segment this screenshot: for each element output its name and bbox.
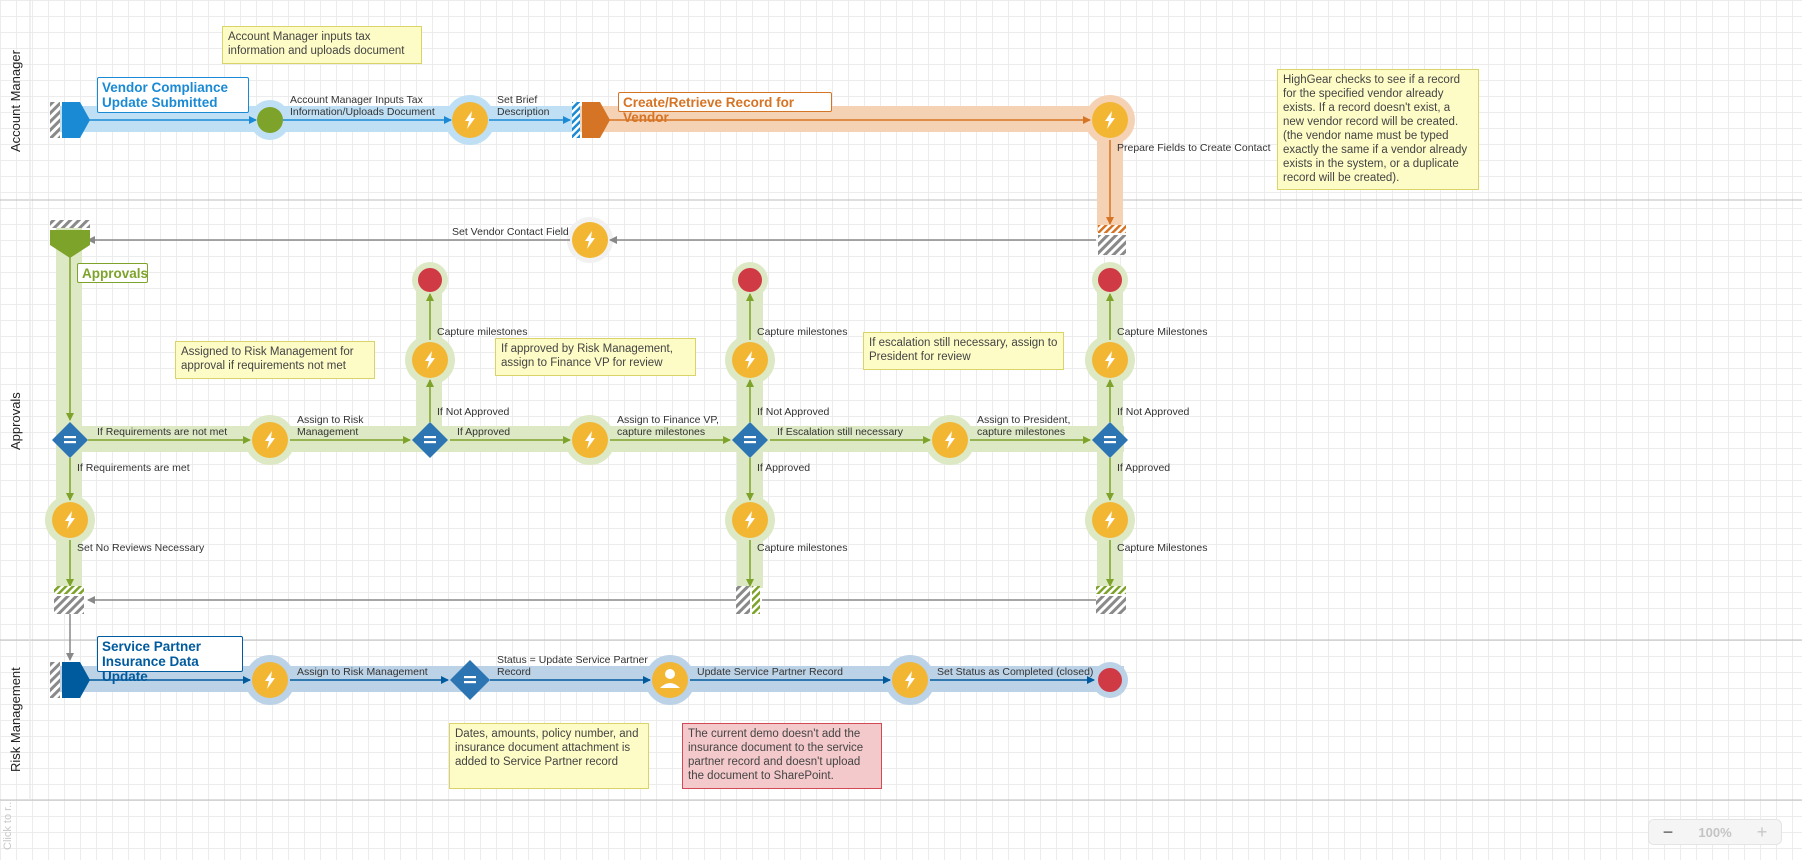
- task-node[interactable]: [572, 222, 608, 258]
- hatch-marker: [50, 220, 90, 228]
- lane-title-account-manager: Account Manager: [8, 49, 23, 152]
- title-vendor-compliance[interactable]: Vendor Compliance Update Submitted: [97, 77, 249, 113]
- title-service-partner[interactable]: Service Partner Insurance Data Update: [97, 636, 243, 684]
- decision-node[interactable]: [732, 422, 768, 458]
- task-node[interactable]: [892, 662, 928, 698]
- label-if-not-approved-3: If Not Approved: [1117, 406, 1190, 418]
- label-status-update-2: Record: [497, 666, 531, 678]
- start-vendor-compliance[interactable]: [62, 102, 90, 138]
- task-node[interactable]: [252, 422, 288, 458]
- start-create-retrieve[interactable]: [582, 102, 610, 138]
- task-node[interactable]: [732, 342, 768, 378]
- label-req-not-met: If Requirements are not met: [97, 426, 227, 438]
- task-node[interactable]: [412, 342, 448, 378]
- click-hint: Click to r...: [2, 798, 14, 850]
- zoom-in-button[interactable]: +: [1756, 821, 1768, 842]
- hatch-marker: [54, 596, 84, 614]
- label-set-vendor-contact: Set Vendor Contact Field: [452, 226, 569, 238]
- task-node[interactable]: [1092, 342, 1128, 378]
- flow-bands: [56, 106, 1124, 692]
- decision-node[interactable]: [52, 422, 88, 458]
- label-capture-milestones-1: Capture milestones: [437, 326, 527, 338]
- label-assign-finance-1: Assign to Finance VP,: [617, 414, 719, 426]
- title-create-retrieve[interactable]: Create/Retrieve Record for Vendor: [618, 92, 832, 125]
- start-approvals[interactable]: [50, 230, 90, 258]
- hatch-marker-blue: [572, 102, 580, 138]
- label-capture-milestones-3: Capture milestones: [757, 542, 847, 554]
- label-assign-finance-2: capture milestones: [617, 426, 705, 438]
- label-assign-president-1: Assign to President,: [977, 414, 1070, 426]
- user-task-node[interactable]: [652, 662, 688, 698]
- note-demo-warning[interactable]: The current demo doesn't add the insuran…: [682, 723, 882, 789]
- user-icon: [665, 669, 675, 679]
- note-dates-amounts[interactable]: Dates, amounts, policy number, and insur…: [449, 723, 649, 789]
- title-approvals[interactable]: Approvals: [77, 263, 148, 283]
- label-set-status-completed: Set Status as Completed (closed): [937, 666, 1093, 678]
- event-circle-green[interactable]: [257, 107, 283, 133]
- zoom-control: − 100% +: [1648, 819, 1782, 845]
- hatch-marker: [1096, 596, 1126, 614]
- label-if-not-approved-1: If Not Approved: [437, 406, 510, 418]
- lane-title-risk-management: Risk Management: [8, 667, 23, 772]
- label-description: Description: [497, 106, 550, 118]
- note-am-inputs[interactable]: Account Manager inputs tax information a…: [222, 26, 422, 64]
- connectors: [66, 116, 1114, 684]
- label-if-approved-1: If Approved: [457, 426, 510, 438]
- decision-node[interactable]: [412, 422, 448, 458]
- task-node[interactable]: [52, 502, 88, 538]
- label-capture-milestones-4: Capture Milestones: [1117, 326, 1207, 338]
- label-if-approved-3: If Approved: [1117, 462, 1170, 474]
- hatch-marker-orange: [1098, 225, 1126, 233]
- end-event[interactable]: [738, 268, 762, 292]
- hatch-marker-green: [54, 586, 84, 594]
- label-set-no-reviews: Set No Reviews Necessary: [77, 542, 205, 554]
- start-service-partner[interactable]: [62, 662, 90, 698]
- zoom-out-button[interactable]: −: [1662, 821, 1674, 842]
- end-event[interactable]: [1098, 268, 1122, 292]
- zoom-level: 100%: [1698, 824, 1732, 840]
- label-info-uploads: Information/Uploads Document: [290, 106, 435, 118]
- label-update-sp-record: Update Service Partner Record: [697, 666, 843, 678]
- label-status-update-1: Status = Update Service Partner: [497, 654, 648, 666]
- hatch-marker: [1098, 235, 1126, 255]
- hatch-marker-green: [1096, 586, 1126, 594]
- task-node[interactable]: [252, 662, 288, 698]
- note-risk-assign[interactable]: Assigned to Risk Management for approval…: [175, 341, 375, 379]
- task-node[interactable]: [732, 502, 768, 538]
- label-req-met: If Requirements are met: [77, 462, 190, 474]
- label-if-escalation: If Escalation still necessary: [777, 426, 904, 438]
- label-set-brief: Set Brief: [497, 94, 537, 106]
- end-event[interactable]: [418, 268, 442, 292]
- label-capture-milestones-2: Capture milestones: [757, 326, 847, 338]
- decision-node[interactable]: [450, 660, 490, 700]
- task-node[interactable]: [1092, 502, 1128, 538]
- node-halos: [45, 95, 1135, 705]
- task-node[interactable]: [452, 102, 488, 138]
- label-assign-risk-mgmt: Assign to Risk Management: [297, 666, 428, 678]
- label-if-approved-2: If Approved: [757, 462, 810, 474]
- label-prepare-fields: Prepare Fields to Create Contact: [1117, 142, 1271, 154]
- label-capture-milestones-5: Capture Milestones: [1117, 542, 1207, 554]
- flow-labels: Account Manager Inputs Tax Information/U…: [77, 94, 1271, 678]
- end-event[interactable]: [1098, 668, 1122, 692]
- note-president-assign[interactable]: If escalation still necessary, assign to…: [863, 332, 1064, 370]
- hatch-marker: [736, 586, 750, 614]
- decision-node[interactable]: [1092, 422, 1128, 458]
- task-node[interactable]: [572, 422, 608, 458]
- label-assign-risk-1: Assign to Risk: [297, 414, 364, 426]
- note-finance-assign[interactable]: If approved by Risk Management, assign t…: [495, 338, 696, 376]
- lane-title-approvals: Approvals: [8, 392, 23, 450]
- note-highgear[interactable]: HighGear checks to see if a record for t…: [1277, 69, 1479, 190]
- label-assign-president-2: capture milestones: [977, 426, 1065, 438]
- task-node[interactable]: [932, 422, 968, 458]
- hatch-marker: [50, 102, 60, 138]
- hatch-marker: [50, 662, 60, 698]
- label-if-not-approved-2: If Not Approved: [757, 406, 830, 418]
- label-assign-risk-2: Management: [297, 426, 358, 438]
- label-am-inputs-tax: Account Manager Inputs Tax: [290, 94, 424, 106]
- lane-separators: [0, 0, 1802, 801]
- hatch-marker-green: [752, 586, 760, 614]
- task-node[interactable]: [1092, 102, 1128, 138]
